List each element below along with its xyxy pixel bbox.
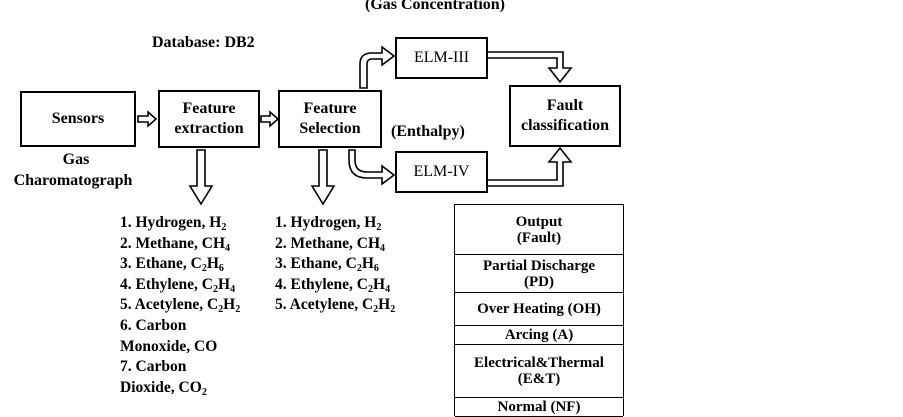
list-item-text: H [378,296,391,314]
list-item: Dioxide, CO2 [120,378,240,399]
database-label: Database: DB2 [152,34,255,51]
subscript: 2 [213,283,218,295]
feature-extraction-line2: extraction [174,120,244,137]
subscript: 2 [235,304,241,316]
list-item: 2. Methane, CH4 [120,234,240,255]
feature-selection-box: Feature Selection [278,90,382,148]
elm3-box: ELM-III [395,37,488,79]
subscript: 2 [376,222,382,233]
list-item-text: Monoxide, CO [120,337,218,355]
subscript: 4 [230,283,236,295]
fault-classification-line1: Fault [546,97,584,114]
subscript: 2 [390,304,396,316]
feature-extraction-box: Feature extraction [158,90,260,148]
feature-selection-line2: Selection [299,120,361,137]
arrow-selection-to-elm4 [348,149,396,186]
subscript: 4 [225,242,231,254]
list-item-text: 1. Hydrogen, H [120,214,222,231]
subscript: 4 [380,242,386,254]
gas-concentration-label: (Gas Concentration) [365,0,505,13]
subscript: 2 [356,263,362,275]
list-item: 6. Carbon [120,316,240,337]
list-item-text: 5. Acetylene, C [120,296,219,314]
table-header-line2: (Fault) [516,229,562,246]
arrow-selection-to-elm3 [359,45,396,89]
list-item-text: H [206,255,219,273]
list-item: 5. Acetylene, C2H2 [120,295,240,316]
list-item-text: 2. Methane, CH [120,234,226,252]
table-row-a: Arcing (A) [455,326,623,345]
arrow-extraction-to-selection [260,110,280,128]
list-item-text: 7. Carbon [120,358,187,376]
subscript: 2 [373,304,379,316]
list-item: 2. Methane, CH4 [275,234,395,255]
list-item-text: H [223,296,236,314]
sensor-caption-line2: Charomatograph [13,172,133,189]
table-header-line1: Output [515,213,563,230]
subscript: 6 [218,263,224,275]
feature-extraction-line1: Feature [182,100,236,117]
table-row-nf-line1: Normal (NF) [497,399,581,415]
list-item-text: 3. Ethane, C [120,255,202,273]
list-item-text: H [361,255,374,273]
list-item: 7. Carbon [120,357,240,378]
list-item-text: 6. Carbon [120,316,187,334]
list-item-text: 1. Hydrogen, H [275,214,377,231]
table-row-oh: Over Heating (OH) [455,293,623,326]
subscript: 2 [201,386,207,398]
list-item: 5. Acetylene, C2H2 [275,295,395,316]
arrow-sensors-to-extraction [137,110,158,128]
subscript: 4 [385,283,391,295]
list-item-text: H [373,275,386,293]
subscript: 2 [218,304,224,316]
enthalpy-label: (Enthalpy) [391,123,465,140]
feature-selection-line1: Feature [303,100,357,117]
subscript: 6 [373,263,379,275]
list-item: 3. Ethane, C2H6 [275,254,395,275]
list-item-text: 2. Methane, CH [275,234,381,252]
elm4-box: ELM-IV [395,151,488,193]
list-item: 1. Hydrogen, H2 [275,213,395,234]
subscript: 2 [221,222,227,233]
list-item-text: 3. Ethane, C [275,255,357,273]
sensors-box: Sensors [20,91,136,147]
fault-classification-line2: classification [521,117,609,134]
table-row-et: Electrical&Thermal (E&T) [455,345,623,398]
list-item-text: 4. Ethylene, C [120,275,213,293]
list-item: 4. Ethylene, C2H4 [120,275,240,296]
table-row-et-line1: Electrical&Thermal [474,355,604,371]
table-row-a-line1: Arcing (A) [504,327,574,343]
list-item: 4. Ethylene, C2H4 [275,275,395,296]
arrow-selection-down [310,149,336,206]
table-row-pd-line2: (PD) [524,273,554,290]
list-item-text: 5. Acetylene, C [275,296,374,314]
list-item-text: Dioxide, CO [120,378,202,396]
elm4-label: ELM-IV [413,163,470,180]
sensor-caption-line1: Gas [62,151,90,168]
arrow-elm3-to-fault [486,51,573,84]
elm3-label: ELM-III [413,49,470,66]
sensor-caption: Gas Charomatograph [0,149,146,191]
table-row-nf: Normal (NF) [455,398,623,417]
table-header: Output (Fault) [455,205,623,255]
subscript: 2 [368,283,373,295]
arrow-elm4-to-fault [486,146,573,187]
list-item: Monoxide, CO [120,337,240,358]
table-row-oh-line1: Over Heating (OH) [477,301,601,317]
sensors-label: Sensors [51,110,105,127]
fault-classification-box: Fault classification [509,85,621,147]
table-row-pd-line1: Partial Discharge [482,257,596,274]
list-item: 3. Ethane, C2H6 [120,254,240,275]
table-row-et-line2: (E&T) [517,371,561,387]
subscript: 2 [201,263,207,275]
table-row-pd: Partial Discharge (PD) [455,255,623,293]
arrow-extraction-down [188,149,214,206]
list-item: 1. Hydrogen, H2 [120,213,240,234]
list-item-text: H [218,275,231,293]
list-item-text: 4. Ethylene, C [275,275,368,293]
output-fault-table: Output (Fault) Partial Discharge (PD) Ov… [454,204,624,417]
